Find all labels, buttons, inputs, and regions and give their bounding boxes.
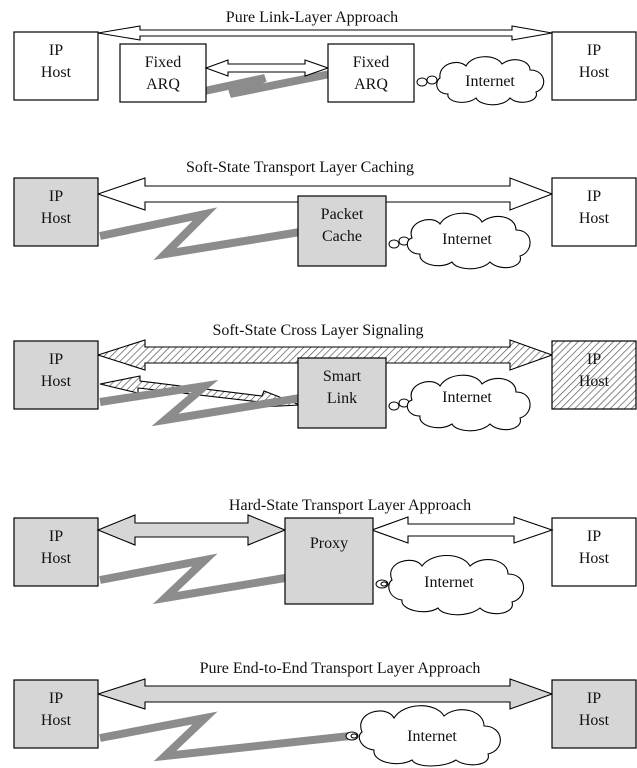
host-label-line1: IP [49, 42, 63, 59]
host-label-line1: IP [49, 690, 63, 707]
box-label-line1: Proxy [310, 535, 348, 552]
host-label-line1: IP [49, 188, 63, 205]
ip-host-left [13, 31, 99, 101]
panel-title: Pure Link-Layer Approach [226, 9, 398, 26]
host-label-line1: IP [587, 528, 601, 545]
end-to-end-arrow [97, 25, 553, 41]
wireless-link [99, 553, 286, 605]
ip-host-left [13, 517, 99, 587]
cloud-label: Internet [442, 231, 492, 248]
ip-host-right [551, 679, 637, 749]
cloud-label: Internet [407, 728, 457, 745]
host-label-line2: Host [579, 550, 610, 567]
ip-host-left [13, 679, 99, 749]
ip-host-right [551, 31, 637, 101]
ip-host-right [551, 340, 637, 410]
fixed-arq-left [119, 43, 207, 103]
wireless-link [99, 207, 301, 260]
cloud-label: Internet [424, 574, 474, 591]
box-label-line2: ARQ [146, 76, 180, 93]
proxy-host-arrow [370, 516, 554, 544]
host-label-line2: Host [41, 373, 72, 390]
host-label-line2: Host [41, 210, 72, 227]
box-label-line1: Fixed [353, 54, 389, 71]
host-label-line1: IP [587, 42, 601, 59]
ip-host-left [13, 340, 99, 410]
box-label-line1: Fixed [145, 54, 181, 71]
panel-cross-layer-signaling: Soft-State Cross Layer Signaling IP Host… [13, 322, 637, 432]
wireless-link [199, 70, 331, 98]
host-proxy-arrow [96, 514, 287, 546]
host-label-line2: Host [41, 550, 72, 567]
cloud-label: Internet [465, 73, 515, 90]
host-label-line2: Host [579, 64, 610, 81]
host-label-line1: IP [587, 351, 601, 368]
ip-host-right [551, 517, 637, 587]
packet-cache-box [297, 195, 387, 267]
panel-pure-end-to-end: Pure End-to-End Transport Layer Approach… [13, 660, 637, 767]
host-label-line1: IP [587, 690, 601, 707]
host-label-line2: Host [579, 373, 610, 390]
host-label-line2: Host [579, 712, 610, 729]
box-label-line1: Packet [321, 206, 364, 223]
host-label-line2: Host [579, 210, 610, 227]
panel-title: Hard-State Transport Layer Approach [229, 497, 471, 514]
panel-title: Pure End-to-End Transport Layer Approach [200, 660, 481, 677]
arq-link-arrow [204, 59, 330, 77]
internet-cloud: Internet [416, 56, 545, 106]
end-to-end-arrow [96, 678, 554, 710]
internet-cloud: Internet [388, 212, 531, 270]
host-label-line1: IP [49, 351, 63, 368]
host-label-line1: IP [587, 188, 601, 205]
host-label-line2: Host [41, 64, 72, 81]
ip-host-left [13, 177, 99, 247]
host-label-line1: IP [49, 528, 63, 545]
box-label-line2: Link [327, 390, 357, 407]
panel-transport-caching: Soft-State Transport Layer Caching IP Ho… [13, 159, 637, 270]
wireless-link [99, 711, 351, 762]
panel-title: Soft-State Cross Layer Signaling [212, 322, 423, 339]
internet-cloud: Internet [388, 374, 531, 432]
smart-link-box [297, 357, 387, 429]
host-label-line2: Host [41, 712, 72, 729]
ip-host-right [551, 177, 637, 247]
wireless-link [99, 379, 301, 427]
proxy-box [284, 517, 374, 605]
fixed-arq-right [327, 43, 415, 103]
internet-cloud: Internet [345, 705, 501, 767]
panel-hard-state-proxy: Hard-State Transport Layer Approach IP H… [13, 497, 637, 616]
cloud-label: Internet [442, 389, 492, 406]
internet-cloud: Internet [375, 554, 525, 616]
panel-pure-link-layer: Pure Link-Layer Approach IP Host IP Host… [13, 9, 637, 106]
panel-title: Soft-State Transport Layer Caching [186, 159, 414, 176]
box-label-line1: Smart [323, 368, 362, 385]
box-label-line2: Cache [322, 228, 362, 245]
box-label-line2: ARQ [354, 76, 388, 93]
